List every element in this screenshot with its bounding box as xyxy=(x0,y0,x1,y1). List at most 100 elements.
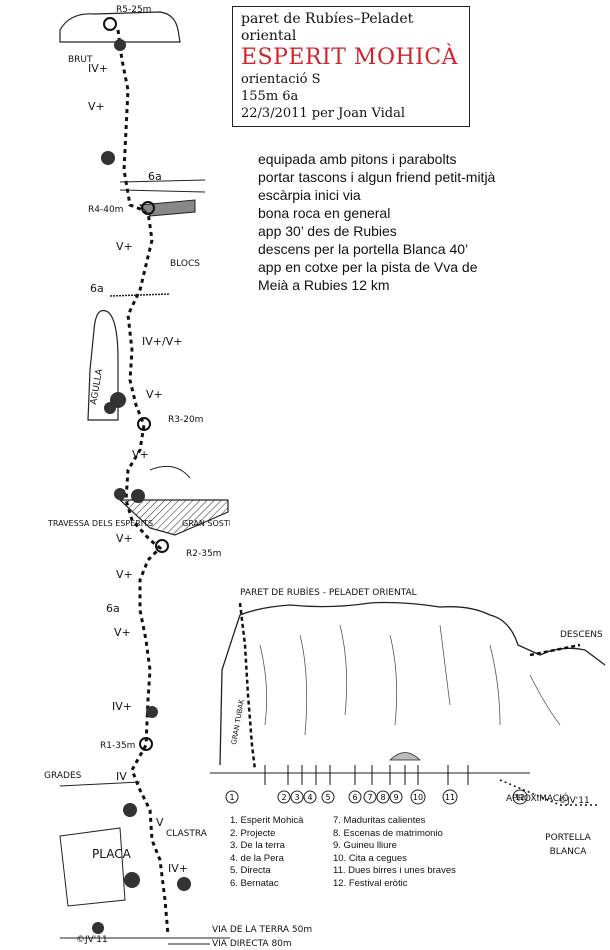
grades-ledge xyxy=(59,781,141,787)
grade-label: IV+ xyxy=(168,862,188,875)
route-number: 9 xyxy=(393,793,398,802)
note-line: Meià a Rubies 12 km xyxy=(258,277,390,293)
ledge-6a-lower xyxy=(109,293,171,297)
gran-sostre xyxy=(118,499,229,536)
grade-label: IV+ xyxy=(88,62,108,75)
legend-item: 7. Maduritas calientes xyxy=(333,815,426,826)
descens-label: DESCENS xyxy=(560,630,603,640)
grade-label: V+ xyxy=(88,100,105,113)
wall-detail xyxy=(259,624,561,736)
route-topo: R5-25m R4-40m R3-20m R2-35m R1-35m IV+ V… xyxy=(44,5,230,945)
legend-item: 12. Festival eròtic xyxy=(333,877,408,889)
route-notes: equipada amb pitons i parabolts portar t… xyxy=(258,150,603,294)
agulla-label: AGULLA xyxy=(89,368,105,406)
route-number-markers: 1 2 3 4 5 6 7 8 9 10 11 12 xyxy=(225,789,528,805)
r1-belay xyxy=(139,737,153,751)
brut-label: BRUT xyxy=(68,55,93,65)
route-1-line xyxy=(238,602,257,771)
legend-item: 11. Dues birres i unes braves xyxy=(333,865,456,876)
note-line: descens per la portella Blanca 40’ xyxy=(258,241,469,257)
wall-outline xyxy=(219,601,606,766)
note-line: app 30’ des de Rubies xyxy=(258,223,397,239)
legend-item: 8. Escenas de matrimonio xyxy=(333,827,443,839)
r4-label: R4-40m xyxy=(88,205,123,215)
route-line xyxy=(116,29,170,936)
legend-item: 2. Projecte xyxy=(230,827,276,839)
route-number: 5 xyxy=(325,793,330,802)
note-line: equipada amb pitons i parabolts xyxy=(258,151,457,167)
note-line: bona roca en general xyxy=(258,205,391,221)
descens-line xyxy=(529,643,581,657)
travessa-label: TRAVESSA DELS ESPERITS xyxy=(47,519,153,528)
portella-line-1: PORTELLA xyxy=(545,833,592,843)
grade-label: V+ xyxy=(116,532,133,545)
via-directa-text: VIA DIRECTA 80m xyxy=(212,939,292,949)
route-number: 10 xyxy=(413,793,423,802)
panorama-signature: ©JV'11 xyxy=(558,796,590,806)
gran-tubak-label: GRAN TUBAK xyxy=(230,698,246,745)
aproximacio-label: APROXIMACIÓ xyxy=(506,792,569,804)
legend-item: 6. Bernatac xyxy=(230,877,279,889)
grade-label: IV+ xyxy=(112,700,132,713)
r3-belay xyxy=(137,417,151,431)
grade-label: 6a xyxy=(90,282,104,295)
grade-label: V xyxy=(156,816,164,829)
placa-label: PLACA xyxy=(92,847,132,861)
route-name: ESPERIT MOHICÀ xyxy=(241,45,459,70)
outcrop xyxy=(149,465,191,479)
ledge-6a xyxy=(119,179,206,193)
grade-label: V+ xyxy=(116,568,133,581)
placa-block xyxy=(59,827,126,907)
bushes xyxy=(92,39,191,934)
legend-item: 3. De la terra xyxy=(230,840,285,851)
r4-belay xyxy=(141,201,155,215)
legend-item: 10. Cita a cegues xyxy=(333,852,407,864)
route-number: 3 xyxy=(294,793,299,802)
clastra-label: CLASTRA xyxy=(166,829,208,839)
agulla-pillar xyxy=(87,309,119,421)
note-line: escàrpia inici via xyxy=(258,187,361,203)
orientation: orientació S xyxy=(241,72,321,87)
route-number: 11 xyxy=(445,793,455,802)
summit-rock xyxy=(59,11,181,43)
route-number: 8 xyxy=(380,793,385,802)
legend-column-2: 7. Maduritas calientes 8. Escenas de mat… xyxy=(333,815,456,890)
r2-label: R2-35m xyxy=(186,549,221,559)
grade-label: V+ xyxy=(132,448,149,461)
grade-label: 6a xyxy=(148,170,162,183)
route-number: 12 xyxy=(515,793,525,802)
grade-label: V+ xyxy=(114,626,131,639)
route-number: 2 xyxy=(281,793,286,802)
ledge-r4 xyxy=(138,199,196,217)
grade-label: V+ xyxy=(116,240,133,253)
route-arrows xyxy=(264,765,469,785)
first-ascent: 22/3/2011 per Joan Vidal xyxy=(241,106,405,121)
legend-column-1: 1. Esperit Mohicà 2. Projecte 3. De la t… xyxy=(230,815,303,890)
legend-item: 4. de la Pera xyxy=(230,852,284,864)
grade-label: IV+/V+ xyxy=(142,335,182,348)
portella-line-2: BLANCA xyxy=(550,847,588,857)
aproximacio-line xyxy=(499,779,600,806)
note-line: app en cotxe per la pista de Vva de xyxy=(258,259,478,275)
scree xyxy=(389,752,421,761)
panorama-title: PARET DE RUBÍES - PELADET ORIENTAL xyxy=(240,586,417,598)
route-number: 6 xyxy=(352,793,357,802)
wall-panorama: PARET DE RUBÍES - PELADET ORIENTAL DESCE… xyxy=(210,586,606,806)
portella-label: PORTELLA BLANCA xyxy=(545,833,592,857)
r5-belay xyxy=(103,17,117,31)
route-number: 4 xyxy=(307,793,312,802)
r1-label: R1-35m xyxy=(100,741,135,751)
title-box: paret de Rubíes–Peladet oriental ESPERIT… xyxy=(232,6,470,127)
grades-label: GRADES xyxy=(44,771,82,781)
via-terra-text: VIA DE LA TERRA 50m xyxy=(212,925,312,935)
blocs-label: BLOCS xyxy=(170,259,200,269)
legend-item: 5. Directa xyxy=(230,865,271,876)
gran-sostre-label: GRAN SOSTRE xyxy=(182,519,230,528)
route-number: 7 xyxy=(367,793,372,802)
legend-item: 9. Guineu lliure xyxy=(333,840,397,851)
topo-bottom-notes: VIA DE LA TERRA 50m VIA DIRECTA 80m xyxy=(212,925,312,949)
grade-label: V+ xyxy=(146,388,163,401)
wall-name: paret de Rubíes–Peladet oriental xyxy=(241,11,414,44)
r5-label: R5-25m xyxy=(116,5,151,15)
topo-signature: ©JV'11 xyxy=(76,935,108,945)
